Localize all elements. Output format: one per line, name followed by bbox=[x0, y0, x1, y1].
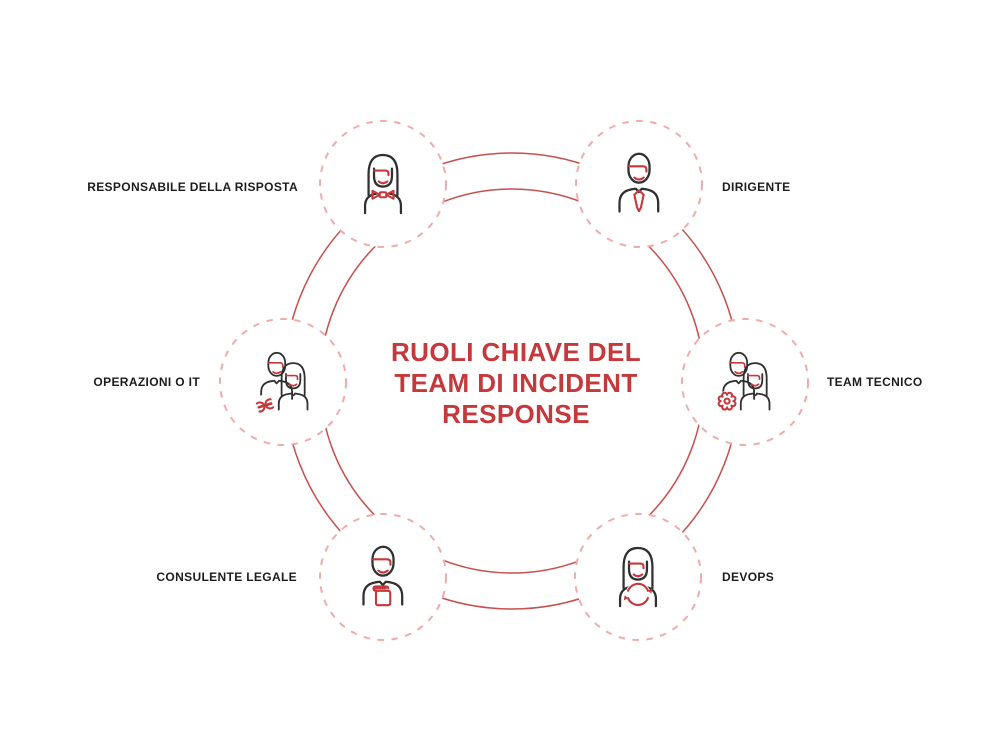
role-label-operazioni-o-it: OPERAZIONI O IT bbox=[93, 375, 200, 389]
node-circle bbox=[575, 120, 703, 248]
two-people-with-wrench-icon bbox=[254, 351, 309, 417]
role-label-dirigente: DIRIGENTE bbox=[722, 180, 791, 194]
man-with-tie-icon bbox=[618, 152, 660, 213]
woman-with-refresh-arrows-icon bbox=[618, 546, 658, 608]
wrench-icon bbox=[254, 394, 276, 417]
role-label-responsabile-della-risposta: RESPONSABILE DELLA RISPOSTA bbox=[87, 180, 298, 194]
role-label-consulente-legale: CONSULENTE LEGALE bbox=[156, 570, 297, 584]
node-circle bbox=[319, 513, 447, 641]
title-line-1: RUOLI CHIAVE DEL bbox=[390, 337, 642, 367]
man-with-book-icon bbox=[362, 545, 404, 607]
diagram-title: RUOLI CHIAVE DEL TEAM DI INCIDENT RESPON… bbox=[366, 337, 666, 430]
node-team-tecnico bbox=[681, 318, 809, 446]
role-label-team-tecnico: TEAM TECNICO bbox=[827, 375, 923, 389]
node-consulente-legale bbox=[319, 513, 447, 641]
title-line-3: RESPONSE bbox=[442, 399, 590, 429]
book-icon bbox=[372, 585, 392, 607]
woman-with-bow-icon bbox=[363, 153, 403, 215]
gear-icon bbox=[716, 390, 738, 412]
node-responsabile-della-risposta bbox=[319, 120, 447, 248]
role-label-devops: DEVOPS bbox=[722, 570, 775, 584]
title-line-2: TEAM DI INCIDENT bbox=[394, 368, 638, 398]
node-dirigente bbox=[575, 120, 703, 248]
node-devops bbox=[574, 513, 702, 641]
two-people-with-gear-icon bbox=[716, 351, 771, 412]
refresh-arrows-icon bbox=[623, 582, 653, 606]
node-operazioni-o-it bbox=[219, 318, 347, 446]
